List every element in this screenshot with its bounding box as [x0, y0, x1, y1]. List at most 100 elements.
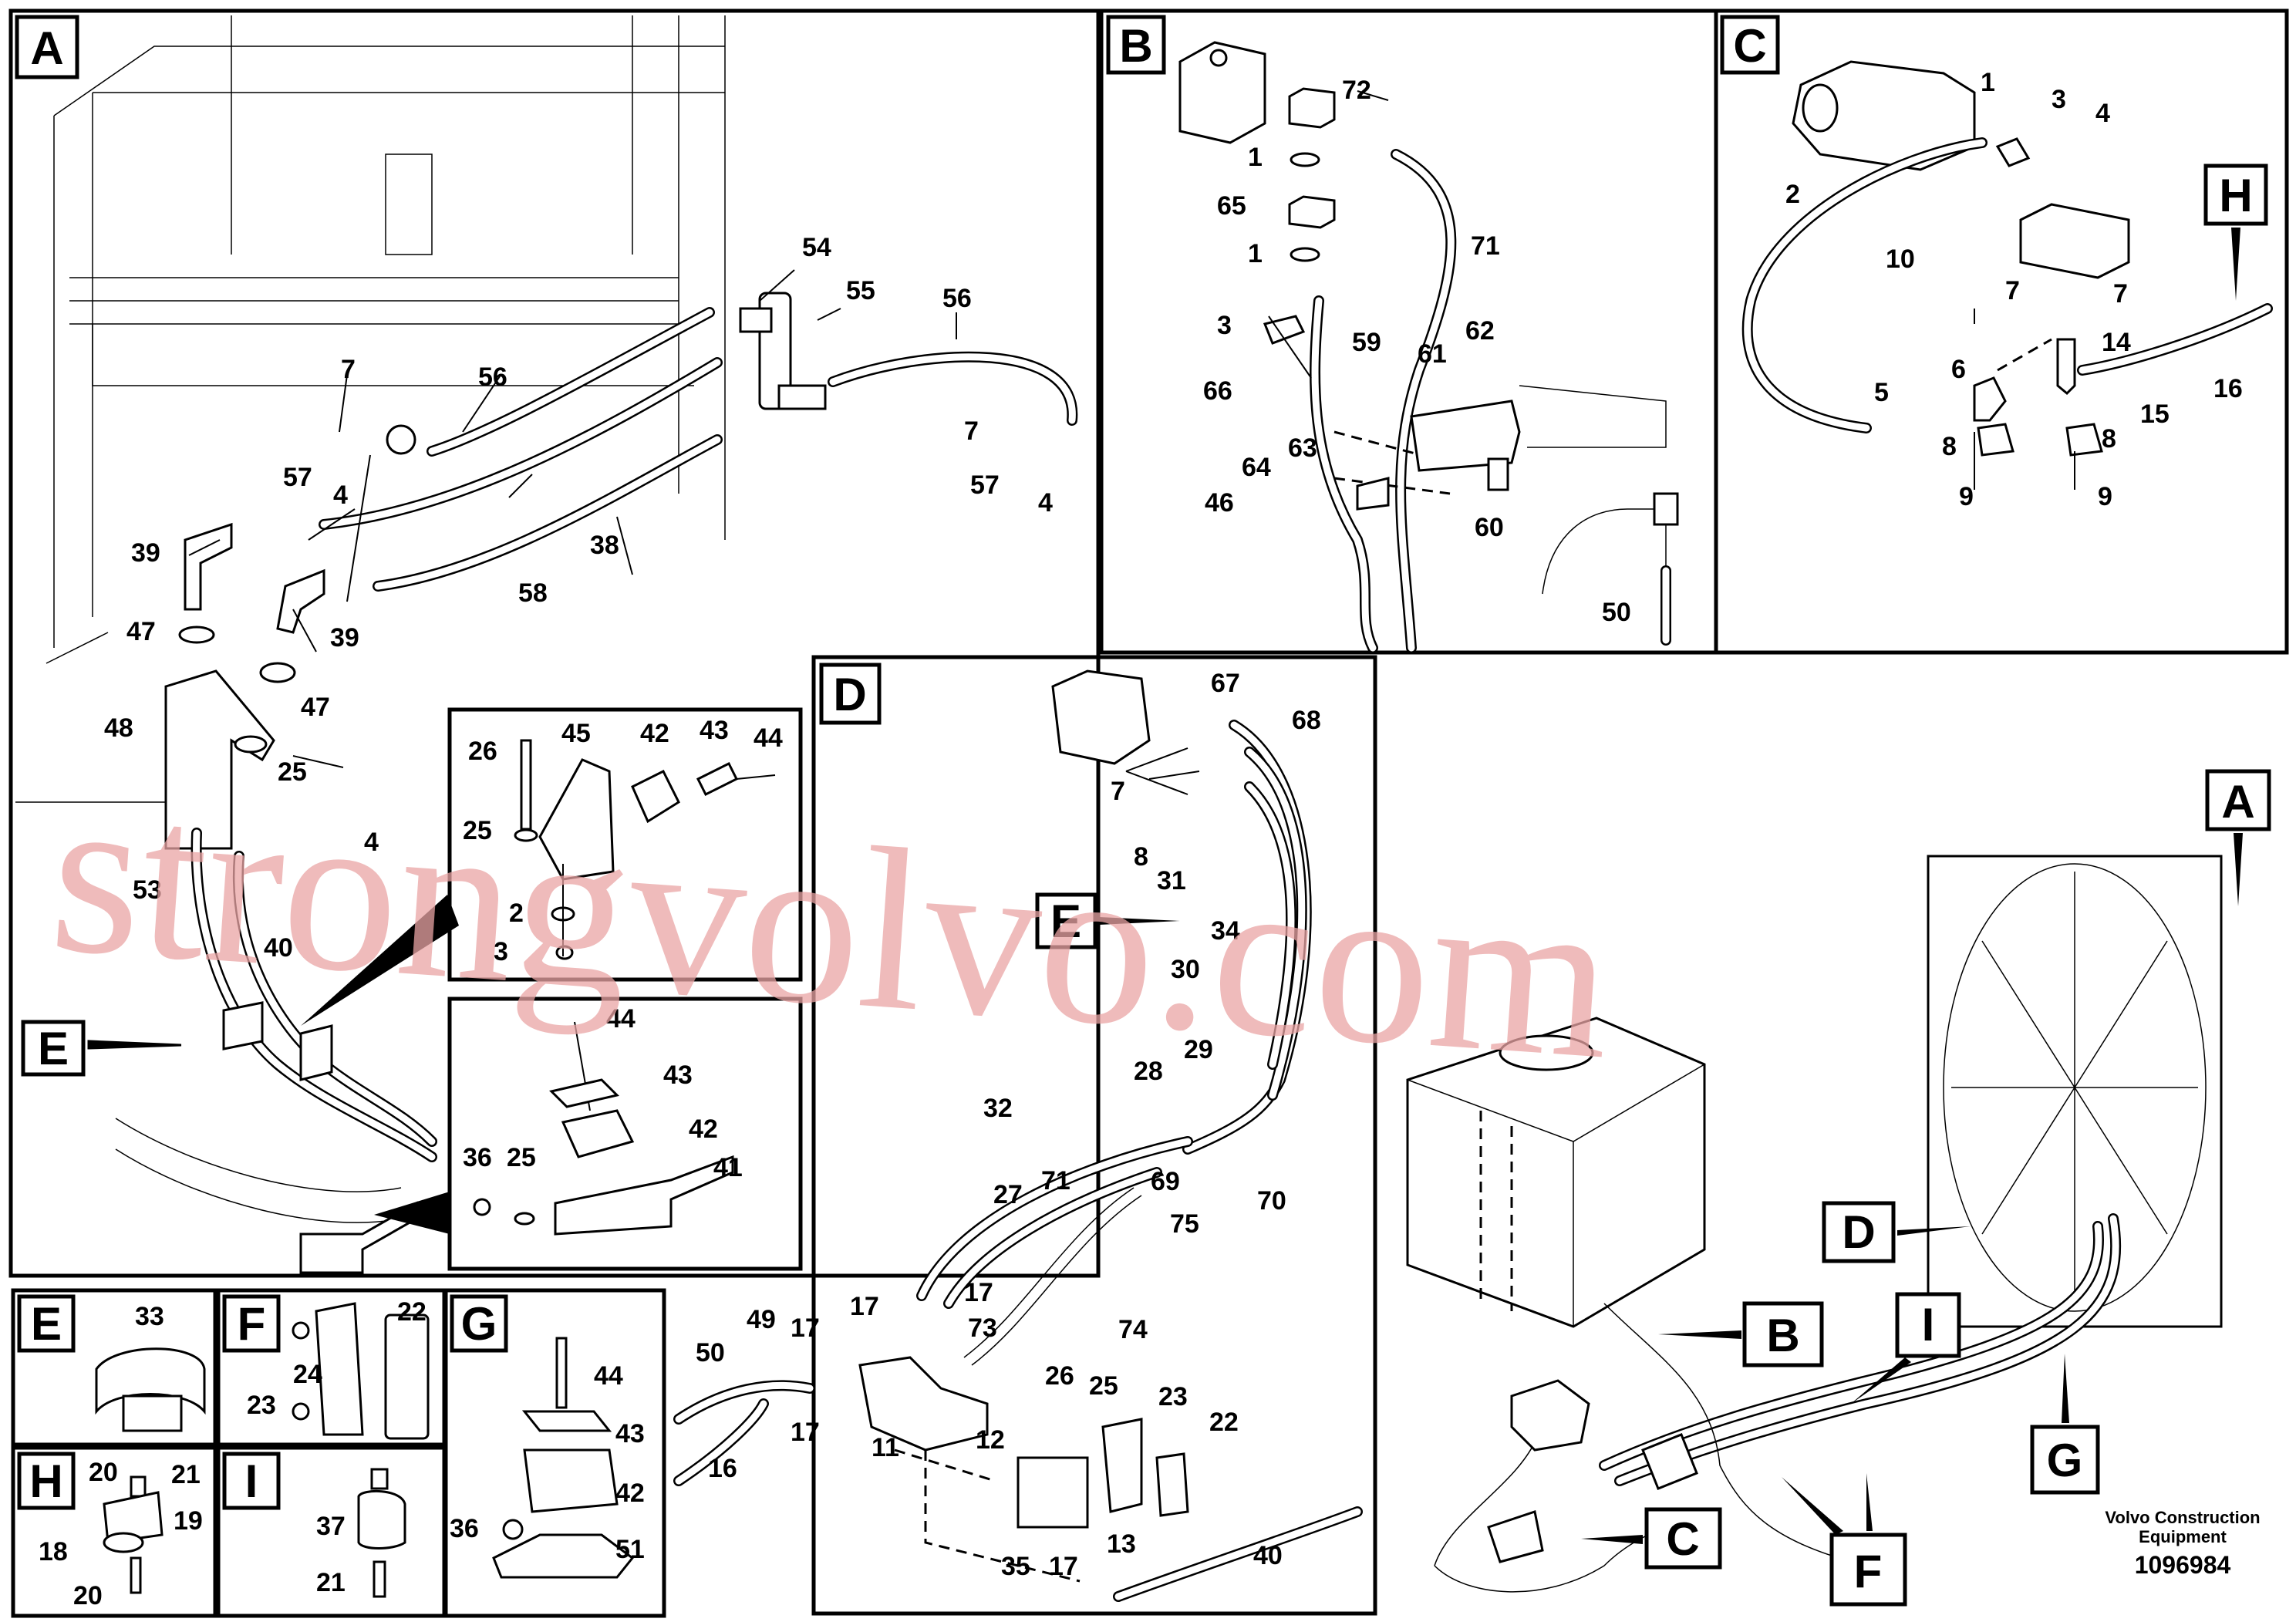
svg-text:17: 17 — [791, 1418, 820, 1447]
svg-text:2: 2 — [1785, 180, 1800, 209]
svg-text:67: 67 — [1211, 669, 1240, 698]
svg-text:60: 60 — [1475, 513, 1504, 542]
svg-text:24: 24 — [293, 1360, 322, 1389]
svg-text:7: 7 — [1111, 777, 1125, 806]
svg-text:50: 50 — [1602, 598, 1631, 627]
svg-text:4: 4 — [2095, 99, 2110, 128]
svg-text:54: 54 — [802, 233, 831, 262]
panel-e-label: E — [17, 1294, 76, 1353]
svg-text:5: 5 — [1874, 378, 1889, 407]
panel-g-drawing — [492, 1337, 635, 1579]
svg-text:14: 14 — [2102, 328, 2131, 357]
svg-text:7: 7 — [2113, 279, 2128, 309]
svg-text:66: 66 — [1203, 376, 1232, 406]
panel-e-frame — [11, 1288, 217, 1447]
panel-i-label: I — [222, 1452, 281, 1510]
overview-marker-g: G — [2030, 1354, 2100, 1495]
panel-f-drawing — [292, 1302, 430, 1440]
svg-text:26: 26 — [1045, 1361, 1074, 1391]
svg-text:36: 36 — [463, 1143, 492, 1172]
panel-h-drawing — [103, 1475, 164, 1594]
panel-c-drawing — [1741, 60, 2273, 490]
svg-text:61: 61 — [1418, 339, 1447, 369]
svg-text:1: 1 — [1981, 68, 1995, 97]
inset-lower-callouts: 44 43 42 41 36 25 — [463, 1004, 743, 1182]
svg-text:A: A — [30, 22, 63, 74]
panel-b-label: B — [1106, 15, 1166, 75]
svg-text:48: 48 — [104, 713, 133, 743]
svg-text:H: H — [29, 1455, 62, 1507]
svg-text:3: 3 — [2052, 85, 2066, 114]
svg-text:56: 56 — [478, 363, 507, 392]
svg-text:64: 64 — [1242, 453, 1271, 482]
svg-text:71: 71 — [1471, 231, 1500, 261]
panel-b-callouts: 72 1 65 1 71 3 59 61 62 66 63 64 46 60 5… — [1203, 76, 1631, 627]
svg-text:22: 22 — [1209, 1408, 1239, 1437]
panel-g-label: G — [450, 1294, 508, 1353]
panel-d-label: D — [819, 663, 882, 725]
svg-text:C: C — [1666, 1513, 1699, 1565]
panel-f-callouts: 22 24 23 — [247, 1297, 426, 1420]
svg-text:23: 23 — [1158, 1382, 1188, 1411]
document-number: 1096984 — [2135, 1551, 2231, 1579]
svg-text:8: 8 — [2102, 424, 2116, 454]
svg-text:72: 72 — [1342, 76, 1371, 105]
svg-text:9: 9 — [1959, 482, 1974, 511]
svg-text:40: 40 — [264, 933, 293, 963]
svg-text:57: 57 — [283, 463, 312, 492]
panel-e-drawing — [95, 1347, 206, 1432]
svg-text:34: 34 — [1211, 916, 1240, 946]
svg-text:44: 44 — [606, 1004, 636, 1034]
svg-text:B: B — [1766, 1310, 1799, 1361]
svg-text:8: 8 — [1134, 842, 1148, 872]
panel-d-frame — [811, 655, 1377, 1616]
panel-c-label: C — [1720, 15, 1780, 75]
panel-c-frame — [1714, 8, 2289, 655]
svg-text:8: 8 — [1942, 432, 1957, 461]
svg-text:29: 29 — [1184, 1035, 1213, 1064]
svg-text:47: 47 — [126, 617, 156, 646]
svg-text:3: 3 — [1217, 311, 1232, 340]
svg-text:38: 38 — [590, 531, 619, 560]
svg-text:13: 13 — [1107, 1529, 1136, 1559]
svg-text:F: F — [1854, 1546, 1883, 1597]
svg-text:7: 7 — [2005, 276, 2020, 305]
panel-f-label: F — [222, 1294, 281, 1353]
svg-text:42: 42 — [689, 1114, 718, 1144]
svg-text:17: 17 — [791, 1313, 820, 1343]
svg-text:3: 3 — [494, 937, 508, 966]
panel-a-frame — [8, 8, 1101, 1278]
svg-text:1: 1 — [1248, 143, 1263, 172]
svg-text:71: 71 — [1041, 1166, 1070, 1195]
svg-text:51: 51 — [615, 1535, 645, 1564]
panel-d-view-e-marker: E — [1035, 892, 1180, 949]
svg-text:43: 43 — [615, 1419, 645, 1448]
svg-text:23: 23 — [247, 1391, 276, 1420]
overview-drawing — [1406, 855, 2223, 1593]
svg-text:69: 69 — [1151, 1167, 1180, 1196]
svg-text:39: 39 — [131, 538, 160, 568]
svg-text:D: D — [1842, 1206, 1875, 1258]
panel-a-callouts: 54 55 56 56 7 7 57 57 4 4 4 38 39 39 58 … — [104, 233, 1053, 963]
svg-text:20: 20 — [73, 1581, 103, 1610]
svg-text:10: 10 — [1886, 244, 1915, 274]
overview-marker-a: A — [2205, 769, 2271, 906]
svg-text:1: 1 — [1248, 239, 1263, 268]
svg-text:25: 25 — [1089, 1371, 1118, 1401]
svg-text:H: H — [2219, 170, 2252, 221]
panel-a-drawing — [15, 15, 1078, 1274]
panel-h-callouts: 20 21 19 18 20 — [39, 1458, 203, 1610]
svg-text:I: I — [245, 1455, 258, 1507]
svg-text:44: 44 — [754, 723, 783, 753]
inset-lower-frame — [447, 996, 803, 1271]
svg-text:6: 6 — [1951, 355, 1966, 384]
svg-text:68: 68 — [1292, 706, 1321, 735]
svg-text:42: 42 — [640, 719, 669, 748]
overview-marker-d: D — [1822, 1201, 1971, 1263]
svg-text:73: 73 — [968, 1313, 997, 1343]
svg-text:63: 63 — [1288, 433, 1317, 463]
svg-text:E: E — [31, 1298, 62, 1350]
footer-block: Volvo Construction Equipment 1096984 — [2105, 1508, 2260, 1579]
svg-text:56: 56 — [942, 284, 972, 313]
inset-upper-drawing — [514, 739, 776, 960]
